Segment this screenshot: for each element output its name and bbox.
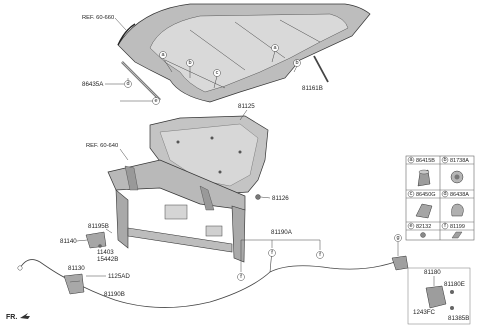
weatherstrip-86435A bbox=[121, 61, 161, 101]
release-handle-81130 bbox=[63, 273, 85, 295]
part-81195B-label: 81195B bbox=[88, 223, 109, 230]
legend-part-81738A bbox=[450, 170, 464, 184]
legend-header-e: e 82132 bbox=[407, 222, 431, 230]
svg-text:e: e bbox=[409, 223, 412, 229]
svg-text:c: c bbox=[216, 70, 219, 76]
svg-text:f: f bbox=[240, 274, 242, 280]
callout-e-strip: e bbox=[120, 97, 160, 105]
svg-text:e: e bbox=[154, 98, 157, 104]
front-arrow-icon bbox=[20, 313, 30, 319]
legend-table: a 86415B b 81738A c 86450G d 86438A e 82… bbox=[405, 155, 475, 241]
hood-latch-assembly bbox=[407, 267, 471, 325]
svg-text:f: f bbox=[319, 252, 321, 258]
svg-text:81199: 81199 bbox=[450, 224, 465, 230]
callout-f-cable-1: f bbox=[268, 249, 276, 257]
part-1125AD-label: 1125AD bbox=[108, 273, 130, 280]
legend-part-86415B bbox=[417, 169, 431, 187]
svg-text:f: f bbox=[271, 250, 273, 256]
ref-60-640-label: REF. 60-640 bbox=[86, 143, 118, 149]
front-direction-label: FR. bbox=[6, 314, 17, 321]
svg-text:c: c bbox=[410, 191, 413, 197]
hood-panel bbox=[117, 3, 371, 103]
part-81180E-label: 81180E bbox=[444, 281, 465, 288]
legend-header-b: b 81738A bbox=[441, 156, 469, 164]
svg-text:a: a bbox=[409, 157, 413, 163]
callout-b-hood-2: b bbox=[293, 59, 301, 73]
part-81161B-label: 81161B bbox=[302, 85, 323, 92]
part-81126-label: 81126 bbox=[272, 195, 289, 202]
callout-a-hood-2: a bbox=[271, 44, 279, 63]
svg-text:b: b bbox=[295, 60, 298, 66]
svg-text:d: d bbox=[443, 191, 446, 197]
hood-stay-rod-81161B bbox=[313, 55, 329, 83]
legend-part-86450G bbox=[415, 203, 433, 219]
svg-text:a: a bbox=[273, 45, 277, 51]
part-86435A-label: 86435A bbox=[82, 81, 104, 88]
latch-bracket-81140 bbox=[85, 231, 107, 249]
legend-header-d: d 86438A bbox=[441, 190, 469, 198]
svg-text:86450G: 86450G bbox=[416, 192, 436, 198]
part-81180-label: 81180 bbox=[424, 269, 441, 276]
callout-b-hood: b bbox=[186, 59, 194, 78]
svg-text:b: b bbox=[188, 60, 191, 66]
legend-part-82132 bbox=[420, 232, 426, 238]
callout-f-cable-3: f bbox=[237, 273, 245, 281]
svg-text:f: f bbox=[444, 223, 446, 229]
legend-header-a: a 86415B bbox=[407, 156, 435, 164]
svg-text:86438A: 86438A bbox=[450, 192, 469, 198]
callout-a-hood-1: a bbox=[159, 51, 173, 73]
legend-part-86438A bbox=[451, 203, 464, 217]
svg-text:g: g bbox=[396, 235, 399, 241]
callout-d-strip: d bbox=[124, 78, 132, 88]
bolt-11403 bbox=[98, 244, 102, 248]
legend-header-f: f 81199 bbox=[441, 222, 465, 230]
svg-text:a: a bbox=[161, 52, 165, 58]
svg-text:b: b bbox=[443, 157, 446, 163]
legend-header-c: c 86450G bbox=[407, 190, 436, 198]
callout-f-cable-2: f bbox=[316, 251, 324, 259]
clip-81126 bbox=[255, 194, 261, 200]
svg-text:81738A: 81738A bbox=[450, 158, 469, 164]
callout-c-hood: c bbox=[213, 69, 221, 89]
cable-end-latch bbox=[391, 255, 409, 271]
part-81385B-label: 81385B bbox=[448, 315, 469, 322]
part-11403-label: 11403 bbox=[97, 249, 114, 256]
callout-g: g bbox=[394, 234, 402, 256]
radiator-support-frame bbox=[107, 159, 246, 263]
svg-text:d: d bbox=[126, 81, 129, 87]
svg-text:82132: 82132 bbox=[416, 224, 431, 230]
svg-text:86415B: 86415B bbox=[416, 158, 435, 164]
cable-clip-left bbox=[17, 265, 23, 271]
part-81140-label: 81140 bbox=[60, 238, 77, 245]
legend-part-81199 bbox=[451, 231, 463, 239]
part-1243FC-label: 1243FC bbox=[413, 309, 436, 316]
ref-60-660-label: REF. 60-660 bbox=[82, 15, 114, 21]
part-15442B-label: 15442B bbox=[97, 256, 118, 263]
part-81190B-label: 81190B bbox=[104, 291, 125, 298]
part-81190A-label: 81190A bbox=[271, 229, 293, 236]
part-81130-label: 81130 bbox=[68, 265, 85, 272]
part-81125-label: 81125 bbox=[238, 103, 255, 110]
